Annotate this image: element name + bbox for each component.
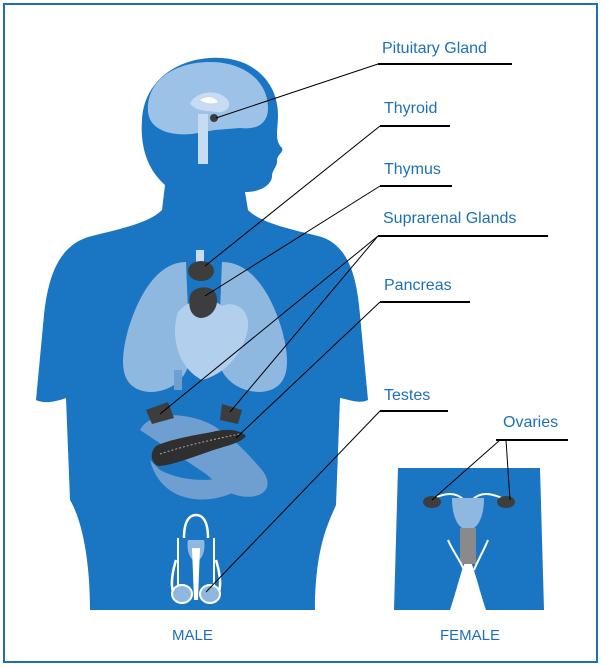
caption-female: FEMALE: [440, 627, 500, 644]
female-body: [394, 468, 544, 610]
ovary-left: [423, 496, 441, 508]
label-testes: Testes: [384, 387, 430, 404]
ovary-right: [497, 496, 515, 508]
label-ovaries: Ovaries: [503, 414, 558, 431]
thyroid-gland: [188, 261, 214, 281]
label-thyroid: Thyroid: [384, 100, 437, 117]
label-pancreas: Pancreas: [384, 277, 452, 294]
caption-male: MALE: [172, 627, 213, 644]
label-pituitary: Pituitary Gland: [382, 40, 487, 57]
label-suprarenal: Suprarenal Glands: [383, 210, 516, 227]
label-thymus: Thymus: [384, 161, 441, 178]
testis-left: [172, 585, 192, 603]
